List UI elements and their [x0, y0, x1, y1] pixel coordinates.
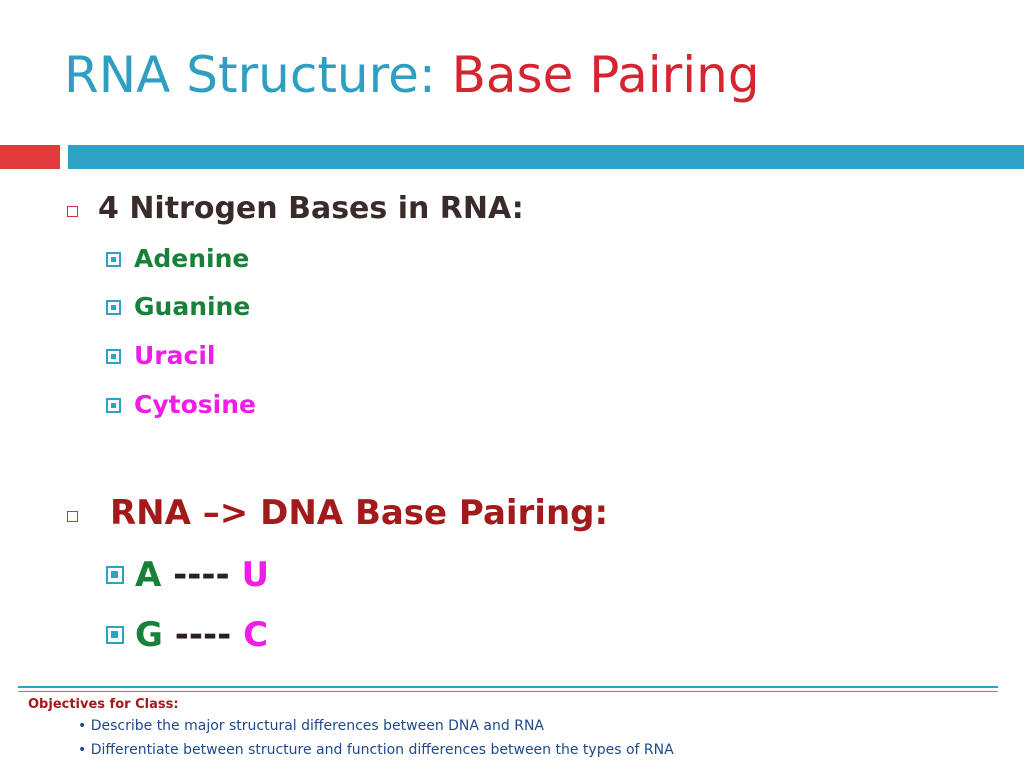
square-bullet-icon — [106, 349, 121, 364]
objectives-heading: Objectives for Class: — [28, 697, 179, 712]
square-bullet-icon — [106, 252, 121, 267]
hollow-square-bullet-icon — [67, 206, 78, 217]
square-bullet-icon — [106, 626, 124, 644]
section2-heading: RNA –> DNA Base Pairing: — [110, 493, 609, 533]
base-pair-row: G ---- C — [135, 618, 268, 652]
square-bullet-icon — [106, 398, 121, 413]
footer-divider-thin — [18, 691, 998, 692]
pair-dashes: ---- — [173, 555, 230, 595]
base-pair-row: A ---- U — [135, 558, 269, 592]
title-accent-bar-red — [0, 145, 60, 169]
objective-item: • Describe the major structural differen… — [78, 718, 544, 734]
base-item: Adenine — [134, 244, 250, 273]
title-part-1: RNA Structure: — [64, 46, 436, 104]
square-bullet-icon — [106, 566, 124, 584]
slide-title: RNA Structure: Base Pairing — [64, 50, 760, 100]
base-item: Cytosine — [134, 390, 256, 419]
section1-heading: 4 Nitrogen Bases in RNA: — [98, 191, 524, 226]
base-item: Guanine — [134, 292, 251, 321]
footer-divider — [18, 686, 998, 688]
objective-item: • Differentiate between structure and fu… — [78, 742, 674, 758]
pair-right-base: C — [243, 615, 269, 655]
title-part-2: Base Pairing — [451, 46, 760, 104]
title-accent-bar-blue — [68, 145, 1024, 169]
pair-left-base: G — [135, 615, 163, 655]
pair-left-base: A — [135, 555, 162, 595]
hollow-square-bullet-icon — [67, 511, 78, 522]
pair-right-base: U — [241, 555, 270, 595]
base-item: Uracil — [134, 341, 216, 370]
pair-dashes: ---- — [174, 615, 232, 655]
square-bullet-icon — [106, 300, 121, 315]
